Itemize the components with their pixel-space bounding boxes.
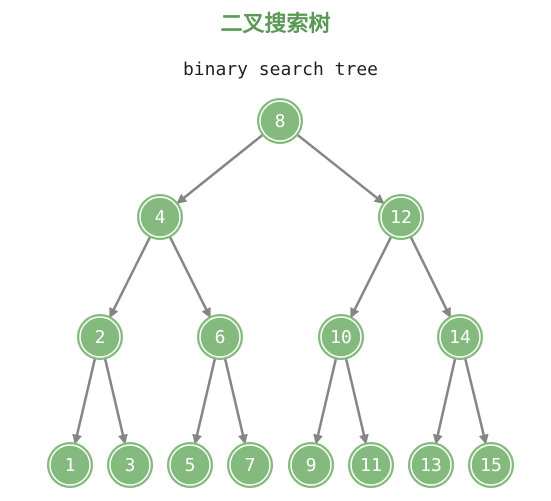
node-label: 15 [480,455,502,476]
node-circle [109,444,151,486]
tree-node-11: 11 [348,442,394,488]
edge-14-to-13 [432,358,457,445]
edge-14-to-15 [463,358,489,445]
node-circle [199,316,241,358]
node-label: 10 [330,327,352,348]
node-label: 11 [360,455,382,476]
edges-layer [72,133,489,445]
edge-8-to-12 [296,133,385,204]
tree-node-15: 15 [468,442,514,488]
tree-node-2: 2 [77,314,123,360]
node-label: 8 [275,111,286,132]
tree-node-14: 14 [437,314,483,360]
node-circle [380,196,422,238]
node-label: 2 [95,327,106,348]
node-label: 14 [449,327,471,348]
tree-node-4: 4 [137,194,183,240]
tree-node-10: 10 [318,314,364,360]
edge-4-to-2 [109,236,152,319]
tree-node-1: 1 [47,442,93,488]
tree-node-13: 13 [408,442,454,488]
node-circle [470,444,512,486]
node-circle [229,444,271,486]
node-label: 3 [125,455,136,476]
diagram-title: 二叉搜索树 [220,12,331,37]
tree-node-7: 7 [227,442,273,488]
edge-2-to-1 [72,358,97,445]
edge-4-to-6 [168,236,211,319]
edge-10-to-9 [313,358,338,445]
node-label: 12 [390,207,412,228]
edge-6-to-5 [192,358,217,445]
node-circle [259,100,301,142]
node-label: 13 [420,455,442,476]
edge-2-to-3 [103,358,128,445]
node-label: 6 [215,327,226,348]
node-circle [320,316,362,358]
node-label: 5 [185,455,196,476]
tree-node-6: 6 [197,314,243,360]
tree-node-3: 3 [107,442,153,488]
edge-6-to-7 [223,358,248,445]
tree-node-12: 12 [378,194,424,240]
edge-12-to-10 [350,236,393,319]
node-label: 9 [306,455,317,476]
node-circle [350,444,392,486]
edge-8-to-4 [176,133,264,204]
node-circle [439,316,481,358]
edge-12-to-14 [409,236,451,319]
node-label: 7 [245,455,256,476]
node-label: 1 [65,455,76,476]
node-circle [49,444,91,486]
node-circle [290,444,332,486]
node-label: 4 [155,207,166,228]
node-circle [410,444,452,486]
node-circle [79,316,121,358]
tree-node-9: 9 [288,442,334,488]
tree-node-8: 8 [257,98,303,144]
node-circle [169,444,211,486]
tree-node-5: 5 [167,442,213,488]
diagram-subtitle: binary search tree [182,59,379,80]
node-circle [139,196,181,238]
edge-10-to-11 [344,358,369,445]
